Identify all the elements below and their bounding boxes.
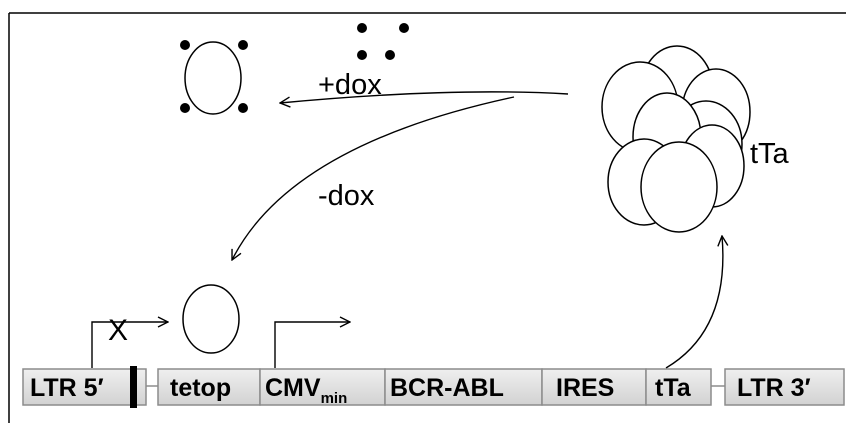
blocked-mark: X: [108, 314, 128, 347]
vector-construct: LTR 5′ tetop CMVmin BCR-ABL IRES tTa LTR…: [22, 366, 845, 408]
plus-dox-arrow: [280, 91, 569, 103]
cmv-subscript: min: [321, 390, 348, 407]
tetop-label: tetop: [170, 374, 231, 402]
ltr3-label: LTR 3′: [737, 374, 811, 402]
segment-ltr3: LTR 3′: [724, 368, 845, 406]
segment-cmv-min: CMVmin: [259, 368, 386, 407]
cmv-label: CMVmin: [265, 374, 347, 407]
ltr5-boundary-bar: [130, 366, 137, 408]
tta-expression-arrow: [665, 236, 723, 369]
tta-protein-cluster: [601, 45, 751, 233]
segment-ltr5: LTR 5′: [22, 366, 147, 408]
dox-molecules: [357, 23, 409, 60]
tta-dox-complex: [180, 40, 248, 115]
ltr5-label: LTR 5′: [30, 374, 104, 402]
segment-ires: IRES: [541, 368, 647, 406]
cmv-promoter-arrow: [274, 322, 350, 368]
tta-cluster-label: tTa: [750, 138, 790, 170]
plus-dox-label: +dox: [318, 69, 382, 101]
bcr-abl-label: BCR-ABL: [390, 374, 504, 402]
segment-tetop: tetop: [157, 368, 261, 406]
tta-segment-label: tTa: [655, 374, 692, 402]
segment-bcr-abl: BCR-ABL: [384, 368, 543, 406]
ltr-promoter-arrow: [91, 322, 168, 368]
ires-label: IRES: [556, 374, 614, 402]
minus-dox-arrow: [232, 96, 515, 260]
segment-tta: tTa: [645, 368, 712, 406]
minus-dox-label: -dox: [318, 180, 375, 212]
tta-active: [182, 284, 240, 354]
cmv-main-text: CMV: [265, 374, 321, 402]
